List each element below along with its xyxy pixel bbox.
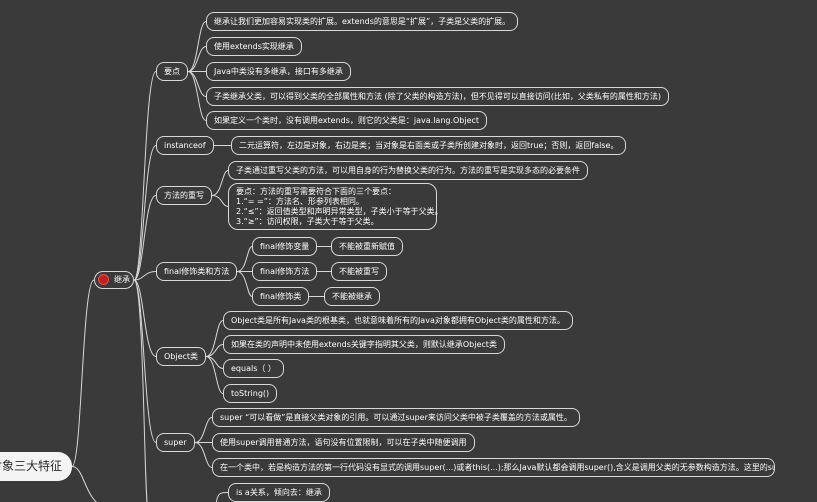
- override-point-line: 1.“= =”：方法名、形参列表相同。: [236, 197, 429, 207]
- override-item-2[interactable]: 要点：方法的重写需要符合下面的三个要点： 1.“= =”：方法名、形参列表相同。…: [228, 183, 437, 230]
- override-point-line: 要点：方法的重写需要符合下面的三个要点：: [236, 187, 429, 197]
- final-item-method-child[interactable]: 不能被重写: [331, 262, 387, 281]
- connector-line: [206, 345, 223, 357]
- branch-instanceof[interactable]: instanceof: [156, 136, 214, 155]
- object-item-2[interactable]: 如果在类的声明中未使用extends关键字指明其父类，则默认继承Object类: [223, 335, 505, 354]
- red-bullet-icon: [98, 274, 109, 285]
- connector-line: [195, 418, 212, 443]
- connector-line: [134, 72, 156, 281]
- connector-line: [72, 280, 94, 467]
- yaodian-item-3[interactable]: Java中类没有多继承，接口有多继承: [206, 62, 351, 81]
- branch-super[interactable]: super: [156, 433, 195, 452]
- connector-line: [216, 493, 228, 502]
- object-item-1[interactable]: Object类是所有Java类的根基类，也就意味着所有的Java对象都拥有Obj…: [223, 311, 573, 330]
- yaodian-item-5[interactable]: 如果定义一个类时，没有调用extends，则它的父类是：java.lang.Ob…: [206, 111, 487, 130]
- super-item-1[interactable]: super “可以看做”是直接父类对象的引用。可以通过super来访问父类中被子…: [212, 408, 580, 427]
- connector-line: [188, 22, 206, 72]
- final-item-variable[interactable]: final修饰变量: [252, 237, 317, 256]
- connector-line: [206, 357, 223, 369]
- connector-line: [237, 247, 252, 272]
- connector-line: [206, 321, 223, 357]
- yaodian-item-4[interactable]: 子类继承父类，可以得到父类的全部属性和方法 (除了父类的构造方法)，但不见得可以…: [206, 87, 669, 106]
- topic-inherit[interactable]: 继承: [94, 271, 134, 289]
- super-item-3[interactable]: 在一个类中，若是构造方法的第一行代码没有显式的调用super(...)或者thi…: [212, 458, 775, 477]
- branch-yaodian[interactable]: 要点: [156, 62, 188, 81]
- connector-line: [206, 357, 223, 394]
- instanceof-item-1[interactable]: 二元运算符，左边是对象，右边是类；当对象是右面类或子类所创建对象时，返回true…: [231, 136, 626, 155]
- object-item-4[interactable]: toString(): [223, 384, 277, 403]
- yaodian-item-1[interactable]: 继承让我们更加容易实现类的扩展。extends的意思是“扩展”，子类是父类的扩展…: [206, 12, 518, 31]
- final-item-class-child[interactable]: 不能被继承: [324, 287, 380, 306]
- override-item-1[interactable]: 子类通过重写父类的方法，可以用自身的行为替换父类的行为。方法的重写是实现多态的必…: [228, 161, 588, 180]
- branch-final[interactable]: final修饰类和方法: [156, 262, 237, 281]
- root-topic[interactable]: 对象三大特征: [0, 452, 72, 481]
- branch-object[interactable]: Object类: [156, 347, 206, 366]
- final-item-variable-child[interactable]: 不能被重新赋值: [331, 237, 403, 256]
- super-item-2[interactable]: 使用super调用普通方法，语句没有位置限制，可以在子类中随便调用: [212, 433, 475, 452]
- branch-override[interactable]: 方法的重写: [156, 186, 212, 205]
- yaodian-item-2[interactable]: 使用extends实现继承: [206, 37, 302, 56]
- final-item-method[interactable]: final修饰方法: [252, 262, 317, 281]
- override-point-line: 3.“≥”：访问权限，子类大于等于父类。: [236, 217, 429, 227]
- final-item-class[interactable]: final修饰类: [252, 287, 309, 306]
- object-item-3[interactable]: equals（ ）: [223, 359, 284, 378]
- connector-line: [212, 171, 228, 196]
- connector-line: [195, 443, 212, 468]
- connector-line: [134, 280, 156, 443]
- connector-line: [237, 272, 252, 297]
- connector-line: [72, 467, 102, 502]
- topic-inherit-label: 继承: [114, 272, 130, 288]
- connector-line: [212, 196, 228, 207]
- composition-item-1[interactable]: is a关系，倾向去：继承: [228, 483, 330, 502]
- override-point-line: 2.“≤”：返回值类型和声明异常类型，子类小于等于父类。: [236, 207, 429, 217]
